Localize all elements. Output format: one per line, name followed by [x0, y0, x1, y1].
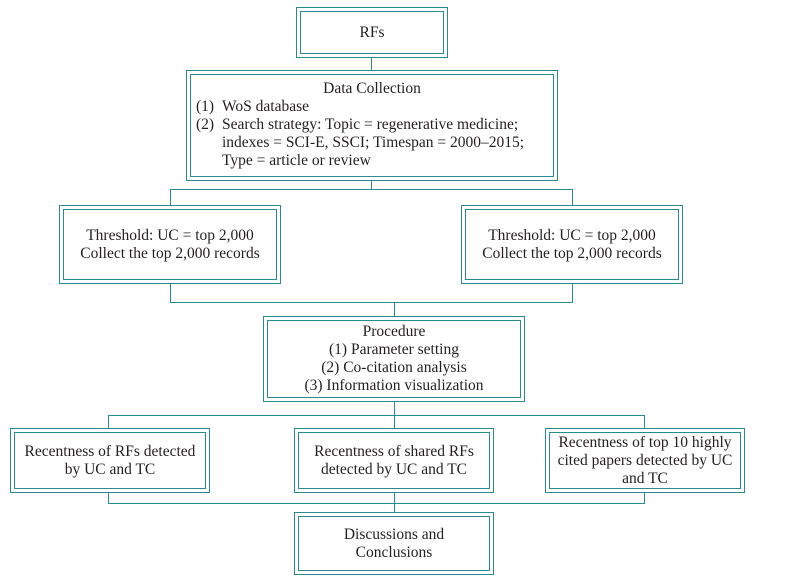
procedure-title: Procedure [362, 323, 426, 340]
connector-recentness-right-down [644, 493, 646, 504]
data-collection-content: Data Collection (1) WoS database (2) Sea… [196, 80, 548, 170]
threshold-left-line-2: Collect the top 2,000 records [80, 244, 260, 262]
conclusions-box-inner-border [298, 516, 490, 571]
procedure-box: Procedure (1) Parameter setting (2) Co-c… [263, 316, 525, 402]
rfs-box-inner-border [300, 11, 444, 54]
connector-merge-thresholds [170, 302, 573, 304]
conclusions-text: Discussions and Conclusions [343, 525, 445, 561]
connector-to-recentness-right [644, 415, 646, 428]
threshold-left-text: Threshold: UC = top 2,000 Collect the to… [80, 227, 260, 263]
recentness-shared-rfs-box: Recentness of shared RFs detected by UC … [294, 428, 494, 493]
conclusions-box: Discussions and Conclusions [294, 512, 494, 575]
connector-threshold-left-down [170, 284, 172, 303]
data-collection-item-2: (2) Search strategy: Topic = regenerativ… [196, 116, 548, 170]
threshold-right-line-2: Collect the top 2,000 records [482, 244, 662, 262]
connector-split-recentness [108, 415, 645, 417]
connector-to-recentness-mid [394, 415, 396, 428]
procedure-content: Procedure (1) Parameter setting (2) Co-c… [304, 323, 483, 395]
connector-recentness-left-down [108, 493, 110, 504]
connector-recentness-mid-down [394, 493, 396, 512]
connector-to-recentness-left [108, 415, 110, 428]
connector-datacollection-down [371, 181, 373, 190]
connector-split-thresholds [170, 189, 573, 191]
threshold-right-line-1: Threshold: UC = top 2,000 [488, 226, 656, 244]
procedure-item-3: (3) Information visualization [304, 377, 484, 394]
data-collection-item-2-num: (2) [196, 115, 215, 133]
connector-procedure-down [394, 402, 396, 416]
recentness-top10-box: Recentness of top 10 highly cited papers… [545, 428, 745, 493]
threshold-right-box-inner-border [465, 209, 679, 280]
threshold-right-box: Threshold: UC = top 2,000 Collect the to… [461, 205, 683, 284]
procedure-item-2: (2) Co-citation analysis [321, 359, 467, 376]
data-collection-item-1: (1) WoS database [196, 98, 548, 116]
recentness-top10-text: Recentness of top 10 highly cited papers… [557, 433, 733, 487]
data-collection-box-inner-border [190, 74, 554, 177]
connector-merge-recentness [108, 503, 645, 505]
data-collection-box: Data Collection (1) WoS database (2) Sea… [186, 70, 558, 181]
connector-to-threshold-left [170, 189, 172, 205]
threshold-left-line-1: Threshold: UC = top 2,000 [86, 226, 254, 244]
recentness-rfs-box-inner-border [14, 432, 206, 489]
rfs-box: RFs [296, 7, 448, 58]
recentness-rfs-box: Recentness of RFs detected by UC and TC [10, 428, 210, 493]
data-collection-item-1-num: (1) [196, 97, 215, 115]
connector-to-procedure [394, 302, 396, 316]
recentness-top10-box-inner-border [549, 432, 741, 489]
recentness-shared-rfs-text: Recentness of shared RFs detected by UC … [314, 442, 474, 478]
connector-rfs-datacollection [371, 58, 373, 70]
recentness-rfs-text: Recentness of RFs detected by UC and TC [24, 442, 196, 478]
connector-threshold-right-down [572, 284, 574, 303]
threshold-right-text: Threshold: UC = top 2,000 Collect the to… [482, 227, 662, 263]
data-collection-title: Data Collection [323, 79, 421, 97]
rfs-label: RFs [359, 23, 385, 41]
data-collection-item-2-text: Search strategy: Topic = regenerative me… [222, 115, 525, 169]
recentness-shared-rfs-box-inner-border [298, 432, 490, 489]
threshold-left-box: Threshold: UC = top 2,000 Collect the to… [59, 205, 281, 284]
data-collection-item-1-text: WoS database [222, 97, 309, 115]
threshold-left-box-inner-border [63, 209, 277, 280]
connector-to-threshold-right [572, 189, 574, 205]
procedure-item-1: (1) Parameter setting [329, 341, 459, 358]
procedure-box-inner-border [267, 320, 521, 398]
